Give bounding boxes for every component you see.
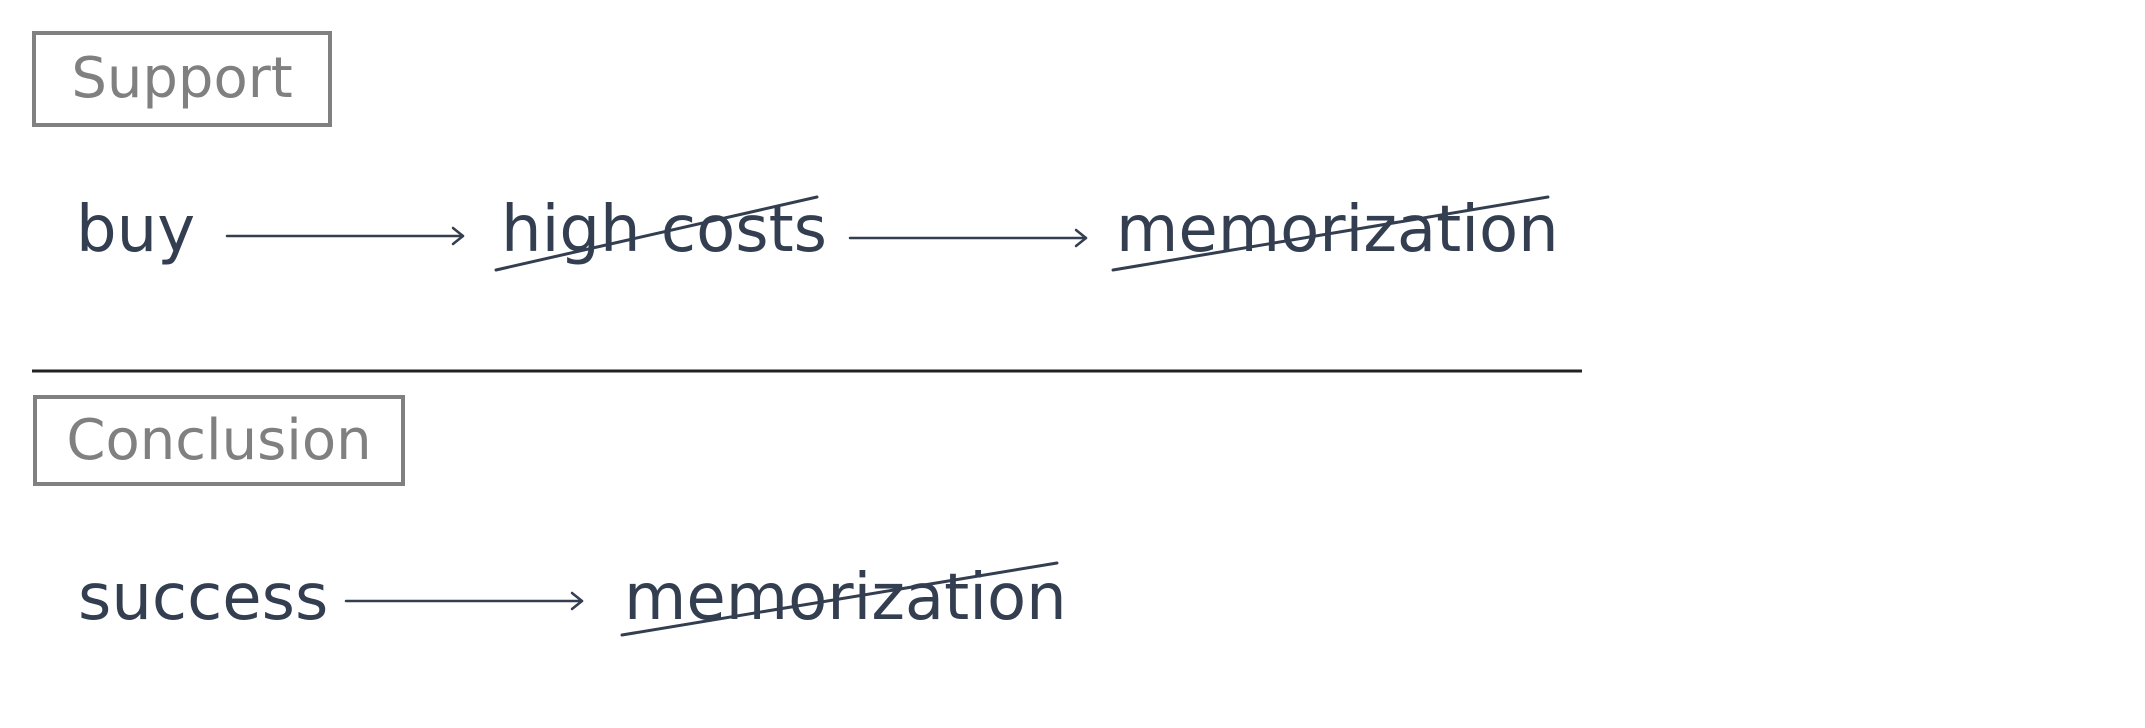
premise-term-high-costs: high costs bbox=[501, 193, 827, 267]
support-label-text: Support bbox=[71, 46, 293, 111]
premise-term-buy: buy bbox=[76, 193, 196, 267]
conclusion-label-text: Conclusion bbox=[66, 407, 372, 473]
conclusion-term-success: success bbox=[78, 561, 329, 635]
support-label: Support bbox=[32, 31, 332, 127]
arrow-success-to-memorization bbox=[344, 591, 584, 611]
premise-term-memorization: memorization bbox=[1116, 193, 1559, 267]
arrow-high-costs-to-memorization bbox=[848, 228, 1088, 248]
conclusion-label: Conclusion bbox=[33, 395, 405, 486]
arrow-buy-to-high-costs bbox=[225, 226, 465, 246]
conclusion-term-memorization: memorization bbox=[624, 561, 1067, 635]
